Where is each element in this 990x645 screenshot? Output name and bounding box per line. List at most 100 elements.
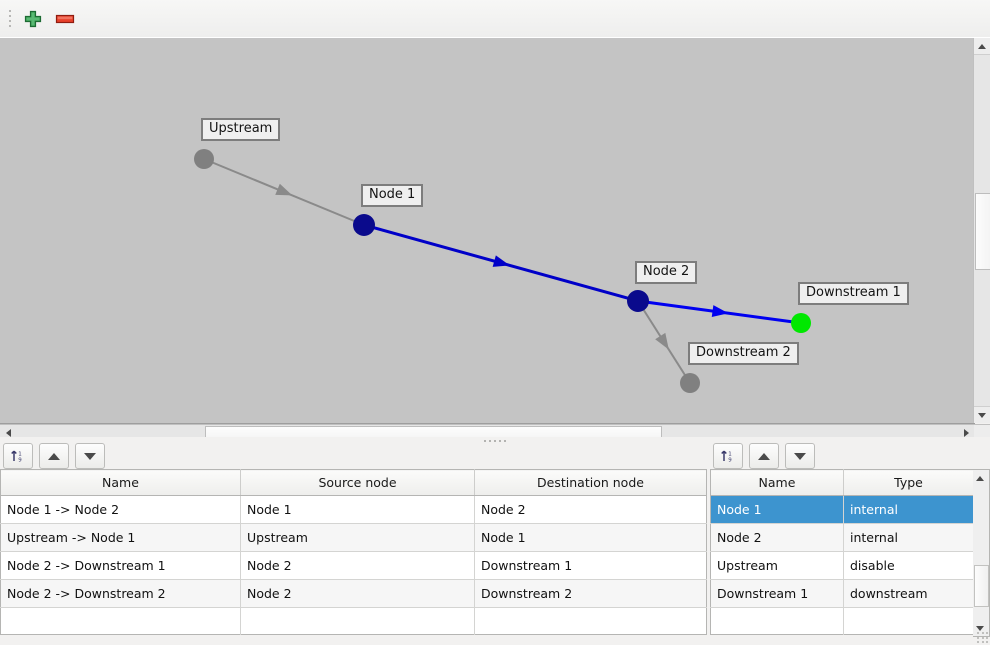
svg-text:9: 9 [18, 457, 22, 463]
edge-source-cell: Upstream [240, 523, 475, 552]
edges-column-destination[interactable]: Destination node [474, 469, 707, 496]
node-name-cell: Downstream 1 [710, 579, 844, 608]
triangle-up-icon [758, 452, 770, 460]
graph-node-node1[interactable] [353, 214, 375, 236]
nodes-column-type[interactable]: Type [843, 469, 974, 496]
triangle-up-icon [48, 452, 60, 460]
edge-arrow-node2-downstream2 [655, 332, 669, 350]
filler-cell [240, 607, 475, 635]
graph-node-label-node1[interactable]: Node 1 [361, 184, 424, 207]
filler-cell [843, 607, 974, 635]
scroll-left-button[interactable] [0, 425, 16, 441]
edge-name-cell: Node 1 -> Node 2 [0, 495, 241, 524]
graph-node-downstream1[interactable] [791, 313, 811, 333]
vertical-scroll-thumb[interactable] [975, 193, 990, 270]
sort-order-icon: 1 9 [11, 450, 22, 463]
chevron-up-icon [978, 43, 986, 49]
chevron-down-icon [978, 412, 986, 418]
edges-column-source[interactable]: Source node [240, 469, 475, 496]
edges-toolbar: 1 9 [0, 443, 707, 469]
scroll-up-button[interactable] [974, 38, 990, 55]
nodes-table-header-row: Name Type [710, 469, 974, 496]
graph-node-label-downstream2[interactable]: Downstream 2 [688, 342, 799, 365]
chevron-right-icon [963, 429, 969, 437]
edges-move-down-button[interactable] [75, 443, 105, 469]
filler-cell [474, 607, 707, 635]
edge-source-cell: Node 1 [240, 495, 475, 524]
triangle-down-icon [794, 452, 806, 460]
triangle-down-icon [84, 452, 96, 460]
node-type-cell: internal [843, 523, 974, 552]
edge-destination-cell: Node 1 [474, 523, 707, 552]
svg-text:1: 1 [18, 452, 22, 458]
nodes-vertical-scrollbar[interactable] [973, 469, 990, 637]
chevron-up-icon [976, 475, 984, 481]
chevron-down-icon [976, 625, 984, 631]
filler-cell [710, 607, 844, 635]
add-node-button[interactable] [17, 3, 49, 35]
nodes-move-up-button[interactable] [749, 443, 779, 469]
edge-arrow-node2-downstream1 [711, 305, 729, 318]
edge-name-cell: Node 2 -> Downstream 1 [0, 551, 241, 580]
edges-table[interactable]: Name Source node Destination node Node 1… [0, 469, 707, 635]
graph-node-upstream[interactable] [194, 149, 214, 169]
edge-source-cell: Node 2 [240, 579, 475, 608]
svg-text:1: 1 [728, 452, 732, 458]
remove-node-button[interactable] [49, 3, 81, 35]
scroll-down-button[interactable] [974, 406, 990, 423]
edges-sort-button[interactable]: 1 9 [3, 443, 33, 469]
edge-destination-cell: Downstream 1 [474, 551, 707, 580]
nodes-move-down-button[interactable] [785, 443, 815, 469]
minus-icon [55, 14, 75, 23]
edge-arrow-upstream-node1 [275, 183, 293, 196]
edge-name-cell: Node 2 -> Downstream 2 [0, 579, 241, 608]
nodes-column-name[interactable]: Name [710, 469, 844, 496]
nodes-scroll-down-button[interactable] [973, 621, 987, 635]
toolbar-drag-grip[interactable] [3, 7, 17, 31]
edge-arrow-node1-node2 [492, 255, 510, 267]
scroll-right-button[interactable] [958, 425, 974, 441]
graph-node-node2[interactable] [627, 290, 649, 312]
nodes-toolbar: 1 9 [710, 443, 990, 469]
svg-text:9: 9 [728, 457, 732, 463]
node-name-cell: Node 1 [710, 495, 844, 524]
edge-destination-cell: Node 2 [474, 495, 707, 524]
graph-node-label-node2[interactable]: Node 2 [635, 261, 698, 284]
main-toolbar [0, 0, 990, 38]
graph-node-downstream2[interactable] [680, 373, 700, 393]
edge-name-cell: Upstream -> Node 1 [0, 523, 241, 552]
graph-node-label-upstream[interactable]: Upstream [201, 118, 281, 141]
node-type-cell: downstream [843, 579, 974, 608]
edges-pane: 1 9 Name Source node Destination node No… [0, 443, 707, 635]
sort-order-icon: 1 9 [721, 450, 732, 463]
nodes-sort-button[interactable]: 1 9 [713, 443, 743, 469]
node-name-cell: Upstream [710, 551, 844, 580]
window-resize-grip[interactable] [976, 631, 988, 643]
edges-move-up-button[interactable] [39, 443, 69, 469]
edges-column-name[interactable]: Name [0, 469, 241, 496]
edge-source-cell: Node 2 [240, 551, 475, 580]
graph-vertical-scrollbar[interactable] [973, 38, 990, 423]
graph-svg [194, 149, 811, 393]
pane-splitter[interactable] [0, 437, 990, 444]
chevron-left-icon [5, 429, 11, 437]
node-type-cell: internal [843, 495, 974, 524]
nodes-scroll-thumb[interactable] [974, 565, 989, 607]
edges-table-filler-row [0, 607, 707, 635]
graph-node-label-downstream1[interactable]: Downstream 1 [798, 282, 909, 305]
nodes-scroll-up-button[interactable] [973, 471, 987, 485]
filler-cell [0, 607, 241, 635]
